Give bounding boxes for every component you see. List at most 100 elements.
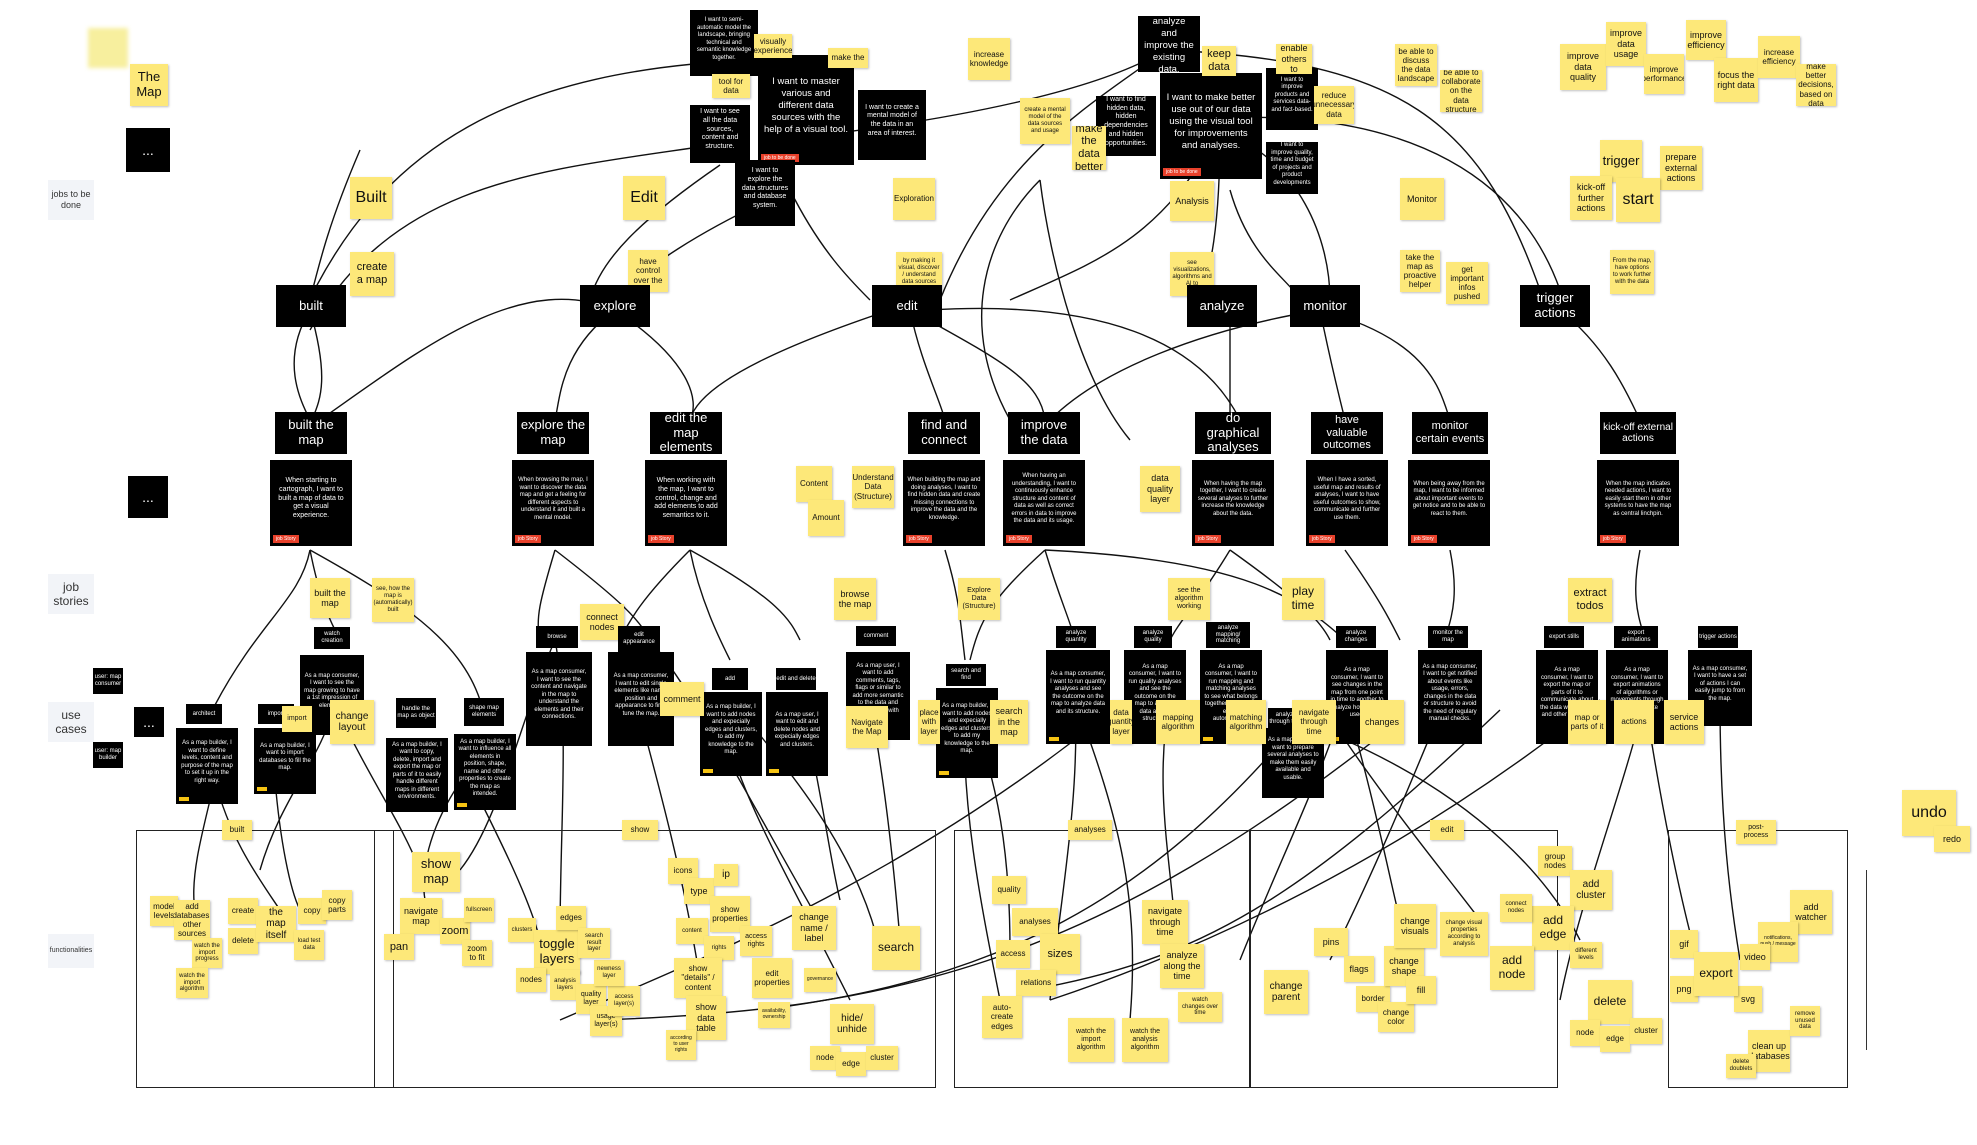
use-case-text: As a map builder, I want to import datab… (259, 742, 311, 772)
job-story-card: When I have a sorted, useful map and res… (1306, 460, 1388, 546)
role-map-consumer: user: map consumer (93, 668, 123, 694)
job-story-card: When starting to cartograph, I want to b… (270, 460, 352, 546)
sticky-note: be able to discuss the data landscape (1395, 44, 1437, 86)
functionality-note: auto-create edges (982, 996, 1022, 1038)
sticky-note: make the data better (1072, 126, 1106, 170)
sticky-note: Understand Data (Structure) (852, 466, 894, 508)
job-story-tag: job Story (1600, 534, 1626, 543)
sticky-note: Built (350, 177, 392, 219)
functionality-note: png (1670, 976, 1698, 1002)
functionality-note: connect nodes (1500, 894, 1532, 922)
use-case-label: analyze mapping/ matching (1206, 622, 1250, 648)
sticky-note: prepare external actions (1660, 146, 1702, 190)
use-case-tag (939, 771, 949, 775)
functionality-note: nodes (516, 968, 546, 992)
functionality-note: rights (704, 936, 734, 960)
job-story-text: When building the map and doing analyses… (907, 477, 981, 521)
job-story-text: When the map indicates needed actions, I… (1604, 480, 1672, 517)
job-story-tag: job Story (648, 534, 674, 543)
functionality-note: availability, ownership (758, 1002, 790, 1028)
functionality-note: create (228, 898, 258, 924)
job-story-card: When browsing the map, I want to discove… (512, 460, 594, 546)
job-text: I want to improve quality, time and budg… (1270, 142, 1314, 186)
job-text: I want to semi-automatic model the lands… (696, 17, 752, 61)
use-case-card: As a map consumer, I want to get notifie… (1418, 650, 1482, 744)
redo-note: redo (1934, 826, 1970, 852)
functionality-note: show map (412, 852, 460, 892)
functionality-note: hide/ unhide (830, 1004, 874, 1044)
job-tag: job to be done (761, 153, 799, 162)
functionality-note: add node (1490, 946, 1534, 990)
use-case-card: As a map builder, I want to influence al… (454, 734, 516, 810)
use-case-text: As a map consumer, I want to see the con… (531, 669, 587, 721)
sticky-note: actions (1614, 700, 1654, 744)
job-story-text: When I have a sorted, useful map and res… (1313, 477, 1381, 521)
sticky-note: improve efficiency (1686, 20, 1726, 60)
functionality-note: relations (1016, 970, 1056, 996)
sticky-note: change layout (330, 700, 374, 744)
ellipsis-card-2: ... (128, 476, 168, 518)
sticky-note: improve performance (1644, 54, 1684, 94)
sticky-note: trigger (1600, 140, 1642, 182)
use-case-tag (703, 769, 713, 773)
job-text: I want to explore the data structures an… (741, 167, 789, 210)
functionality-note: the map itself (256, 906, 296, 942)
job-card: I want to make better use out of our dat… (1160, 73, 1262, 179)
job-card: I want to improve products and services … (1266, 68, 1318, 130)
use-case-text: As a map consumer, I want to see changes… (1330, 667, 1384, 719)
use-case-text: As a map consumer, I want to edit single… (613, 673, 669, 717)
job-story-card: When the map indicates needed actions, I… (1597, 460, 1679, 546)
sticky-note: be able to collaborate on the data struc… (1440, 70, 1482, 112)
functionality-note: gif (1670, 930, 1698, 958)
functionality-note: search result layer (578, 928, 610, 958)
sticky-note: built the map (310, 578, 350, 618)
job-text: I want to find hidden data, hidden depen… (1104, 95, 1148, 147)
functionality-note: analysis layers (550, 970, 580, 1000)
job-text: I want to analyze and improve the existi… (1144, 4, 1194, 75)
use-case-label: analyze quality (1134, 626, 1172, 648)
functionality-note: quality (992, 876, 1026, 904)
sticky-note: From the map, have options to work furth… (1610, 250, 1654, 294)
use-case-label: edit and delete (776, 668, 816, 690)
job-story-text: When starting to cartograph, I want to b… (278, 477, 344, 520)
functionality-note: add databases, other sources (174, 900, 210, 940)
sticky-note: service actions (1664, 700, 1704, 744)
use-case-label: monitor the map (1428, 626, 1468, 648)
sub-job: improve the data (1008, 412, 1080, 454)
section-frame-built (136, 830, 394, 1088)
sticky-note: enable others to (1276, 44, 1312, 74)
sticky-note: Content (796, 466, 832, 502)
sticky-note: browse the map (834, 578, 876, 620)
job-story-text: When working with the map, I want to con… (654, 477, 718, 520)
functionality-note: change shape (1384, 946, 1424, 986)
job-card: I want to explore the data structures an… (735, 160, 795, 226)
functionality-note: edit properties (752, 958, 792, 998)
functionality-note: zoom (440, 918, 470, 944)
use-case-label: export animations (1614, 626, 1658, 648)
use-case-label: edit appearance (618, 626, 660, 652)
sticky-note: comment (660, 682, 704, 716)
job-story-card: When having an understanding, I want to … (1003, 460, 1085, 546)
ellipsis-card-3: ... (134, 707, 164, 737)
use-case-label: watch creation (314, 627, 350, 649)
main-job-explore: explore (580, 285, 650, 327)
functionality-note: different levels (1570, 942, 1602, 968)
use-case-card: As a map builder, I want to add nodes an… (936, 688, 998, 778)
use-case-label: analyze quantity (1056, 626, 1096, 648)
job-story-text: When having the map together, I want to … (1197, 480, 1269, 517)
sticky-note: visually experience (754, 34, 792, 58)
sticky-note: tool for data (712, 74, 750, 98)
functionality-note: watch the import algorithm (176, 968, 208, 998)
use-case-text: As a map builder, I want to influence al… (458, 738, 512, 798)
functionality-note: clusters (508, 918, 536, 942)
job-story-tag: job Story (273, 534, 299, 543)
use-case-label: analyze changes (1336, 626, 1376, 648)
functionality-note: according to user rights (666, 1030, 696, 1060)
job-tag: job to be done (1163, 167, 1201, 176)
use-case-card: As a map consumer, I want to see changes… (1326, 650, 1388, 744)
functionality-note: access rights (740, 926, 772, 956)
row-label-use-cases: use cases (48, 702, 94, 742)
job-story-card: When being away from the map, I want to … (1408, 460, 1490, 546)
job-card: I want to analyze and improve the existi… (1138, 4, 1200, 75)
main-job-monitor: monitor (1290, 285, 1360, 327)
